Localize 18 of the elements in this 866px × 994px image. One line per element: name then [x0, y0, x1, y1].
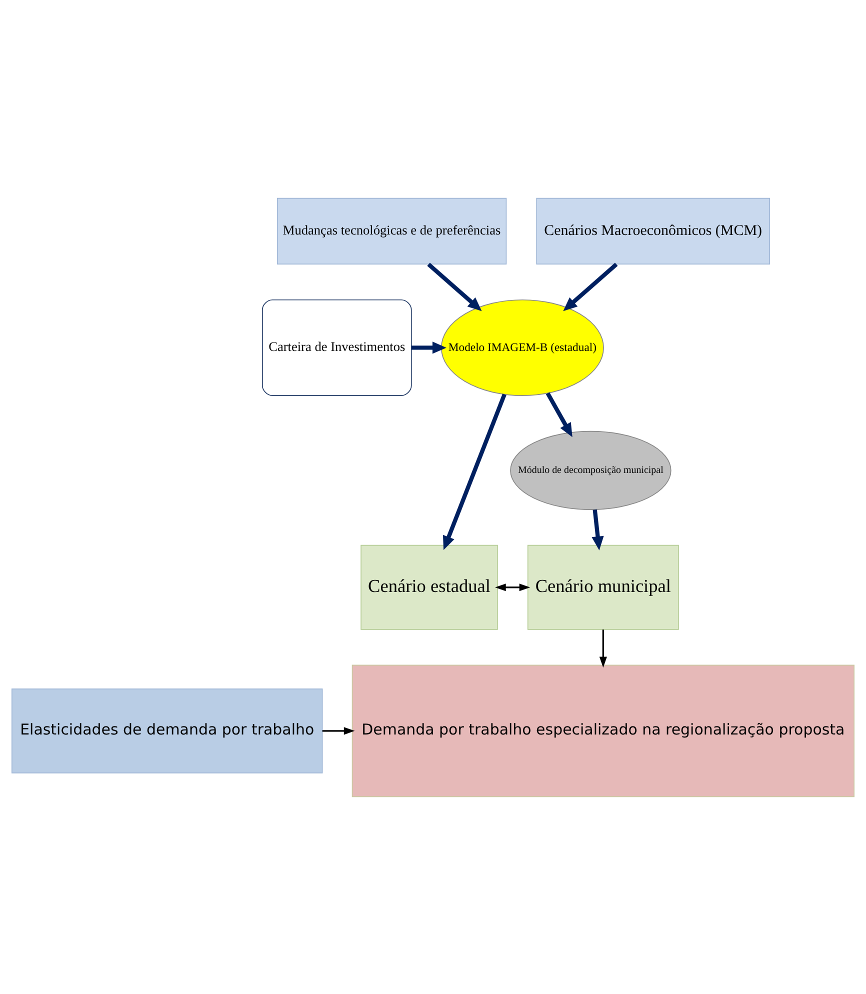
node-box: Cenário municipal	[527, 544, 679, 630]
arrow	[322, 726, 355, 734]
node-box: Cenário estadual	[360, 544, 498, 630]
arrow	[599, 629, 607, 668]
node-box: Elasticidades de demanda por trabalho	[12, 688, 323, 773]
node-box: Mudanças tecnológicas e de preferências	[276, 197, 507, 264]
arrow	[546, 392, 572, 437]
arrow	[563, 262, 618, 311]
node-ellipse: Modelo IMAGEM-B (estadual)	[440, 298, 604, 396]
arrow	[412, 341, 446, 354]
arrow	[442, 393, 506, 550]
node-box: Carteira de Investimentos	[262, 298, 412, 396]
arrow	[592, 508, 604, 550]
node-ellipse: Módulo de decomposição municipal	[510, 430, 672, 510]
arrow	[427, 262, 482, 311]
arrow	[495, 583, 530, 591]
node-box: Cenários Macroeconômicos (MCM)	[536, 197, 770, 264]
node-box: Demanda por trabalho especializado na regionalização proposta	[352, 664, 854, 797]
